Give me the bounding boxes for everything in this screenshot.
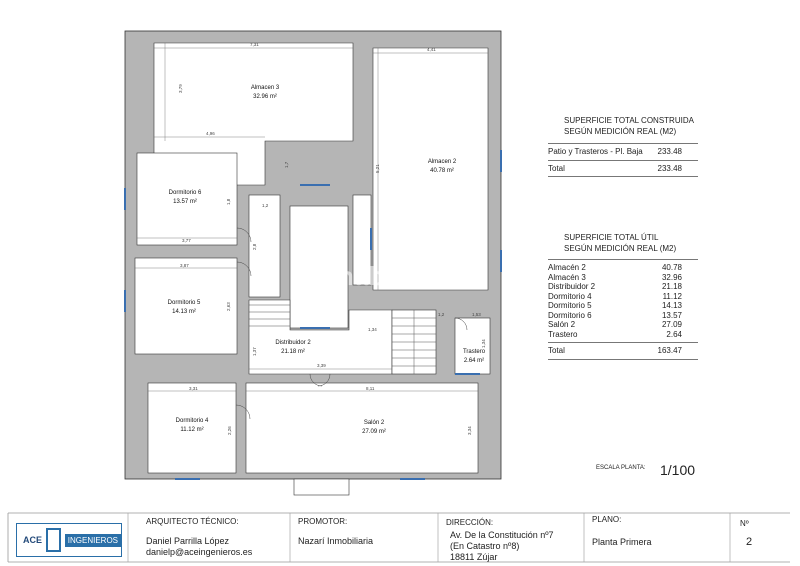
room-name: Almacen 2 [428, 159, 457, 165]
table-title: SUPERFICIE TOTAL CONSTRUIDA [564, 116, 694, 125]
room-name: Dormitorio 5 [168, 300, 201, 306]
architect-name: Daniel Parrilla López [146, 536, 230, 546]
dim-label: 8,11 [366, 386, 375, 391]
dim-label: 5,21 [375, 164, 380, 173]
address-line-2: (En Catastro nº8) [450, 541, 520, 551]
dim-label: 1,34 [481, 339, 486, 348]
table-subtitle: SEGÚN MEDICIÓN REAL (M2) [564, 244, 677, 253]
address-label: DIRECCIÓN: [446, 518, 494, 527]
promoter-label: PROMOTOR: [298, 517, 348, 526]
room-area: 32.96 m² [253, 94, 277, 100]
room-area: 27.09 m² [362, 429, 386, 435]
dim-label: 1,2 [438, 312, 445, 317]
room-area: 14.13 m² [172, 309, 196, 315]
room-area: 13.57 m² [173, 199, 197, 205]
table-title: SUPERFICIE TOTAL ÚTIL [564, 233, 659, 242]
architect-label: ARQUITECTO TÉCNICO: [146, 517, 239, 526]
dim-label: 1,8 [226, 198, 231, 205]
plan-name: Planta Primera [592, 537, 652, 547]
scale-value: 1/100 [660, 462, 696, 478]
dim-label: 3,31 [189, 386, 198, 391]
constructed-area-table: SUPERFICIE TOTAL CONSTRUIDA SEGÚN MEDICI… [548, 115, 698, 180]
dim-label: 4,96 [206, 131, 215, 136]
dim-label: 1,37 [252, 347, 257, 356]
dim-label: 3,87 [180, 263, 189, 268]
dim-label: 4,41 [427, 47, 436, 52]
dim-label: 3,77 [182, 238, 191, 243]
room-name: Dormitorio 6 [169, 190, 202, 196]
architect-email: danielp@aceingenieros.es [146, 547, 253, 557]
dim-label: 1,34 [368, 327, 377, 332]
sheet-number: 2 [746, 536, 753, 548]
sheet-number-label: Nº [740, 519, 749, 528]
dim-label: 3,39 [317, 363, 326, 368]
dim-label: 1,2 [262, 203, 269, 208]
promoter-name: Nazarí Inmobiliaria [298, 536, 374, 546]
plan-label: PLANO: [592, 515, 622, 524]
room-area: 21.18 m² [281, 349, 305, 355]
company-logo: ACE INGENIEROS [16, 523, 122, 557]
room-area: 2.64 m² [464, 358, 484, 364]
room-name: Distribuidor 2 [275, 340, 311, 346]
address-line-1: Av. De la Constitución nº7 [450, 530, 554, 540]
dim-label: 1,7 [284, 161, 289, 168]
room-name: Trastero [463, 349, 486, 355]
table-subtitle: SEGÚN MEDICIÓN REAL (M2) [564, 127, 677, 136]
dim-label: 2,63 [226, 302, 231, 311]
dim-label: 1,53 [472, 312, 481, 317]
room-name: Dormitorio 4 [176, 418, 209, 424]
dim-label: 2,26 [227, 426, 232, 435]
room-area: 11.12 m² [180, 427, 203, 433]
address-line-3: 18811 Zújar [450, 552, 498, 562]
dim-label: 2,8 [252, 243, 257, 250]
logo-mark-icon [46, 528, 61, 552]
dim-label: 3,34 [467, 426, 472, 435]
dim-label: 3,79 [178, 84, 183, 93]
useful-area-table: SUPERFICIE TOTAL ÚTIL SEGÚN MEDICIÓN REA… [548, 232, 698, 363]
room-name: Salón 2 [364, 420, 385, 426]
room-name: Almacen 3 [251, 85, 280, 91]
room-area: 40.78 m² [430, 168, 454, 174]
scale-label: ESCALA PLANTA: [596, 465, 646, 471]
walls [124, 30, 502, 496]
watermark: habitaclia [338, 261, 458, 291]
dim-label: 7,31 [250, 42, 259, 47]
